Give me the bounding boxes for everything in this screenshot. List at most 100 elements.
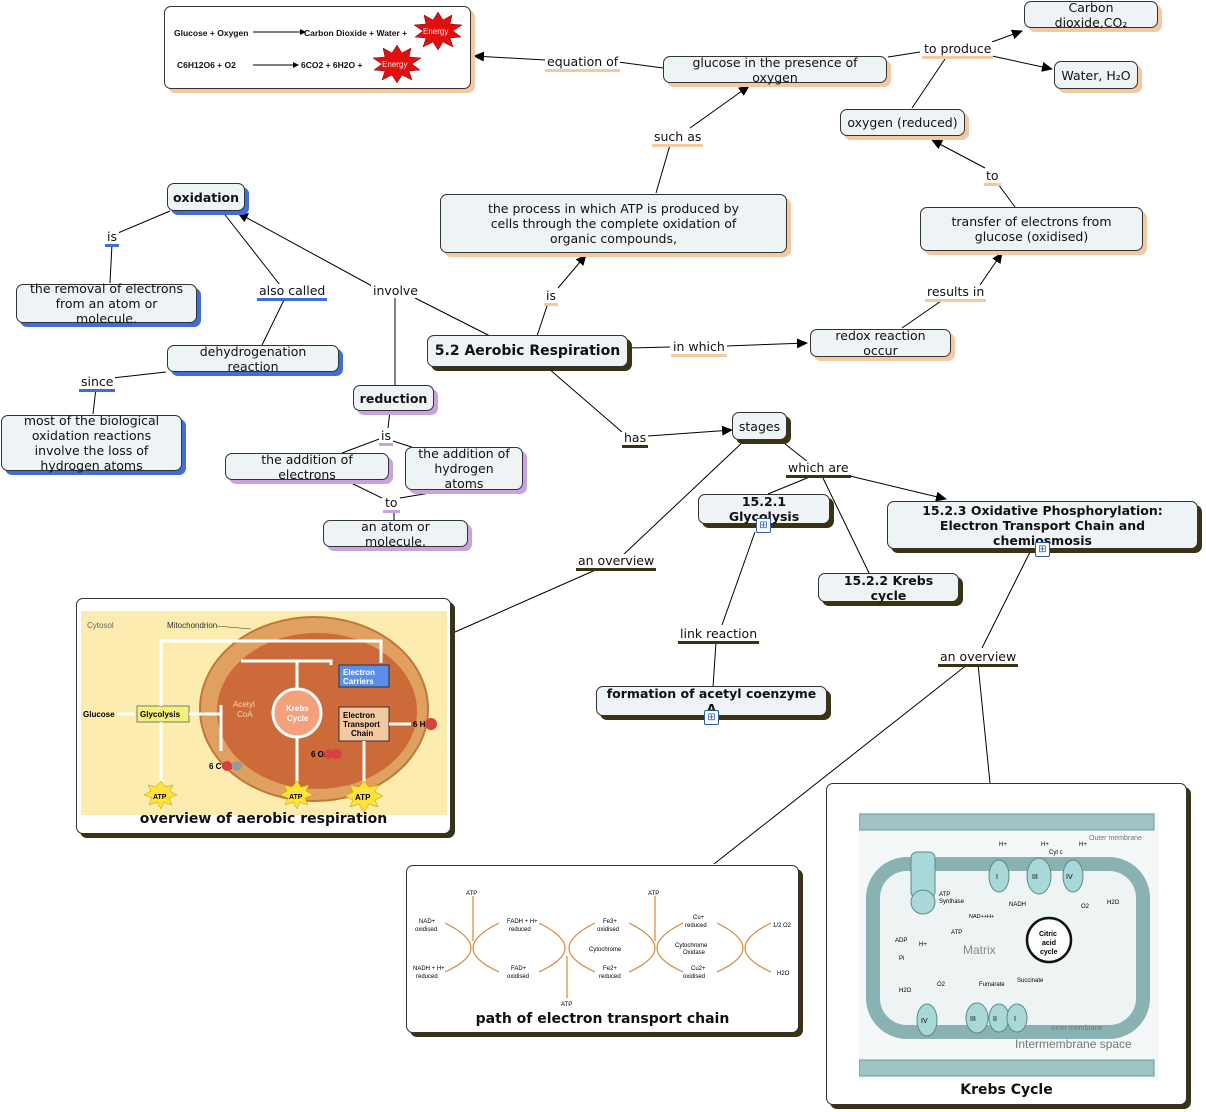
etc-cyt-oxidase-1: Cytochrome [675, 943, 708, 949]
krebs-outer-label: Outer membrane [1089, 835, 1142, 842]
link-also-called[interactable]: also called [257, 284, 328, 301]
overview-caption: overview of aerobic respiration [139, 811, 388, 827]
overview-atp-label-2: ATP [289, 794, 303, 801]
link-such-as[interactable]: such as [652, 130, 704, 147]
krebs-atp: ATP [951, 930, 962, 936]
krebs-h2o-2: H2O [899, 988, 912, 994]
overview-image-card[interactable]: Cytosol Mitochondrion Glucose Glycolysis… [76, 598, 451, 834]
link-to-produce[interactable]: to produce [922, 42, 994, 59]
link-equation-of[interactable]: equation of [545, 55, 621, 72]
equation-formula-left: C6H12O6 + O2 [177, 60, 236, 70]
node-carbon-dioxide[interactable]: Carbon dioxide,CO₂ [1024, 0, 1158, 30]
energy-label-1: Energy [423, 27, 449, 36]
overview-chain-label: Chain [351, 729, 373, 738]
link-involve[interactable]: involve [371, 283, 421, 298]
overview-electron2-label: Electron [343, 711, 375, 720]
krebs-o2: O2 [1081, 904, 1090, 910]
node-transfer-electrons[interactable]: transfer of electrons from glucose (oxid… [920, 207, 1143, 251]
node-reduction[interactable]: reduction [353, 385, 434, 411]
link-which-are[interactable]: which are [786, 461, 851, 478]
overview-illustration: Cytosol Mitochondrion Glucose Glycolysis… [81, 611, 447, 815]
node-krebs-cycle[interactable]: 15.2.2 Krebs cycle [818, 573, 959, 603]
link-is-process[interactable]: is [544, 289, 558, 306]
link-is-reduction[interactable]: is [379, 429, 393, 446]
node-biological-oxidation[interactable]: most of the biological oxidation reactio… [1, 413, 182, 473]
etc-fadh: FADH + H+ [507, 919, 538, 925]
node-removal-electrons[interactable]: the removal of electrons from an atom or… [16, 281, 197, 326]
overview-electron-label: Electron [343, 668, 375, 677]
krebs-nadh: NADH [1009, 902, 1026, 908]
etc-fad-oxidised: oxidised [507, 974, 529, 980]
krebs-h-4: H+ [1079, 842, 1087, 848]
node-water[interactable]: Water, H₂O [1054, 61, 1138, 89]
overview-atp-label-1: ATP [153, 794, 167, 801]
energy-burst-1 [413, 11, 463, 51]
krebs-roman-iii-2: III [970, 1016, 976, 1023]
etc-nad: NAD+ [419, 919, 436, 925]
etc-half-o2: 1/2 O2 [773, 923, 792, 929]
krebs-illustration: Outer membrane Inner membrane Matrix Int… [859, 812, 1159, 1080]
glycolysis-submap-icon[interactable]: ⊞ [756, 518, 771, 533]
link-to-atom[interactable]: to [383, 496, 400, 513]
krebs-roman-i: I [996, 874, 998, 881]
etc-nadh: NADH + H+ [413, 966, 445, 972]
krebs-adp: ADP [895, 938, 907, 944]
node-aerobic-respiration[interactable]: 5.2 Aerobic Respiration [427, 335, 628, 367]
krebs-atp-synthase-1: ATP [939, 892, 950, 898]
overview-cytosol-label: Cytosol [87, 621, 114, 630]
node-atom-molecule[interactable]: an atom or molecule. [323, 519, 468, 549]
krebs-image-card[interactable]: Outer membrane Inner membrane Matrix Int… [826, 783, 1187, 1105]
equation-formula-right: 6CO2 + 6H2O + [301, 60, 363, 70]
etc-h2o: H2O [777, 971, 790, 977]
node-oxidative-phosphorylation[interactable]: 15.2.3 Oxidative Phosphorylation: Electr… [887, 501, 1198, 549]
etc-image-card[interactable]: ATP ATP ATP NAD+ oxidised NADH + H+ redu… [406, 865, 799, 1033]
etc-fe3: Fe3+ [603, 919, 617, 925]
overview-h2o-label: 6 H2O [413, 720, 436, 729]
link-an-overview-left[interactable]: an overview [576, 554, 657, 571]
equation-card: Glucose + Oxygen Carbon Dioxide + Water … [164, 6, 471, 89]
etc-atp-3: ATP [648, 891, 659, 897]
krebs-citric-2: acid [1042, 940, 1056, 947]
oxidative-submap-icon[interactable]: ⊞ [1035, 542, 1050, 557]
etc-fe3-oxidised: oxidised [597, 927, 619, 933]
etc-cytochrome: Cytochrome [589, 947, 622, 953]
node-dehydrogenation[interactable]: dehydrogenation reaction [167, 344, 339, 374]
node-oxidation[interactable]: oxidation [167, 183, 245, 211]
node-oxygen-reduced[interactable]: oxygen (reduced) [840, 109, 965, 136]
link-to-oxygen[interactable]: to [984, 169, 1001, 186]
krebs-h-1: H+ [919, 942, 927, 948]
node-redox[interactable]: redox reaction occur [810, 328, 951, 358]
link-link-reaction[interactable]: link reaction [678, 627, 760, 644]
krebs-roman-iii: III [1032, 874, 1038, 881]
link-has[interactable]: has [622, 431, 649, 448]
etc-caption: path of electron transport chain [475, 1011, 730, 1027]
equation-arrows [253, 11, 463, 84]
krebs-roman-ii: II [993, 1016, 997, 1023]
link-an-overview-right[interactable]: an overview [938, 650, 1019, 667]
etc-cyt-oxidase-2: Oxidase [683, 950, 706, 956]
link-results-in[interactable]: results in [925, 285, 987, 302]
node-stages[interactable]: stages [732, 412, 787, 440]
node-process-atp[interactable]: the process in which ATP is produced by … [440, 194, 787, 253]
node-addition-hydrogen[interactable]: the addition of hydrogen atoms [405, 446, 523, 491]
krebs-cyt-c: Cyt c [1049, 850, 1063, 856]
overview-transport-label: Transport [343, 720, 380, 729]
krebs-atp-synthase-2: Synthase [939, 899, 965, 905]
overview-co2-label: 6 CO2 [209, 762, 233, 771]
node-glucose-oxygen[interactable]: glucose in the presence of oxygen [663, 55, 887, 85]
node-addition-electrons[interactable]: the addition of electrons [225, 452, 389, 482]
krebs-citric-1: Citric [1039, 931, 1057, 938]
overview-atp-bursts [143, 780, 384, 813]
overview-carriers-label: Carriers [343, 677, 374, 686]
overview-glycolysis-label: Glycolysis [140, 710, 181, 719]
energy-label-2: Energy [382, 60, 408, 69]
acetyl-submap-icon[interactable]: ⊞ [704, 710, 719, 725]
krebs-o2-2: O2 [937, 982, 946, 988]
link-is-oxidation[interactable]: is [105, 230, 119, 247]
overview-acetyl-label: Acetyl [233, 700, 255, 709]
link-in-which[interactable]: in which [671, 340, 727, 357]
krebs-succinate: Succinate [1017, 978, 1044, 984]
etc-fe2-reduced: reduced [599, 974, 621, 980]
link-since[interactable]: since [79, 375, 116, 392]
krebs-citric-3: cycle [1040, 949, 1058, 956]
